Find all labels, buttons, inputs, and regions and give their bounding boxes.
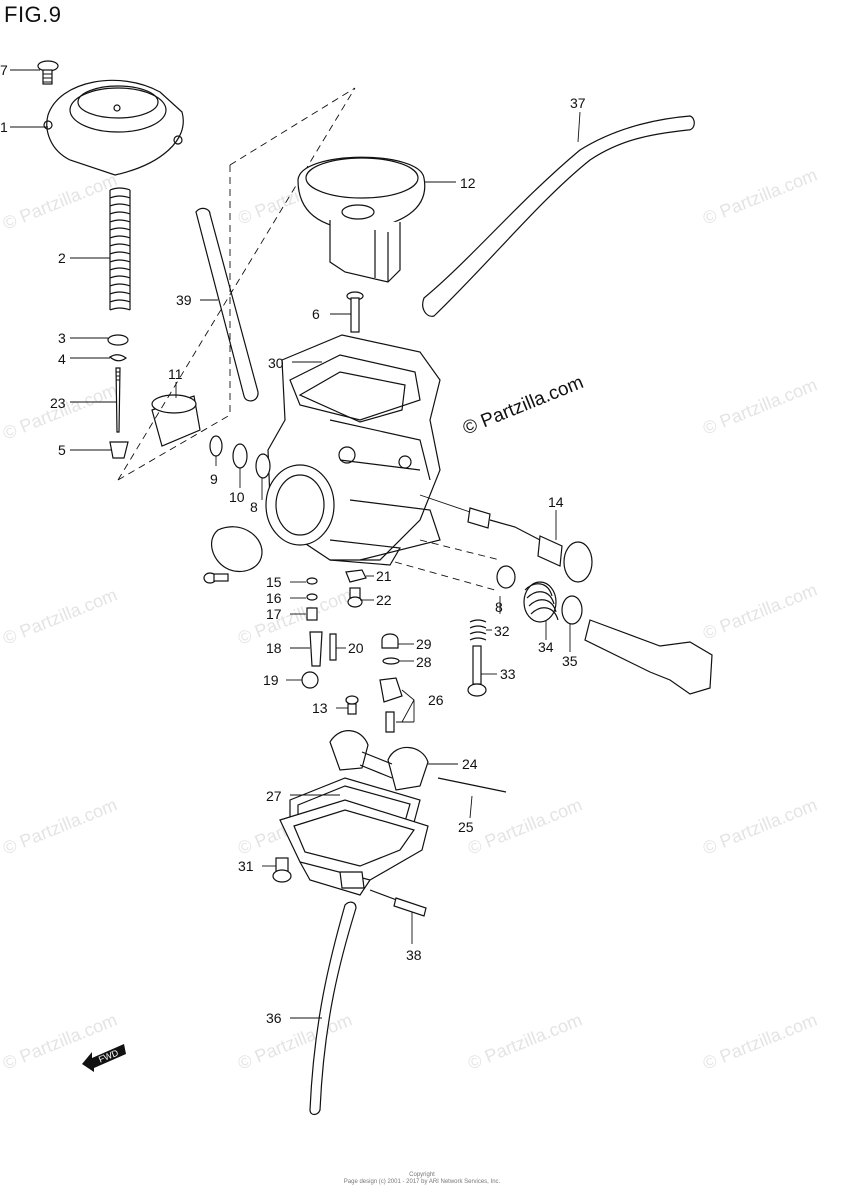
part-25-float-pin <box>437 777 507 793</box>
part-19-jet <box>301 671 319 689</box>
part-11-cap <box>151 394 201 447</box>
part-plate-screw <box>203 572 229 584</box>
part-2-spring <box>109 187 131 311</box>
figure-title: FIG.9 <box>4 2 62 27</box>
callout-26: 26 <box>428 692 444 708</box>
part-14-choke-plunger <box>419 494 593 583</box>
part-36-drain-hose <box>309 901 357 1116</box>
callout-34: 34 <box>538 639 554 655</box>
part-21-washer <box>345 569 367 583</box>
float-chamber <box>279 799 429 896</box>
callout-22: 22 <box>376 592 392 608</box>
callout-12: 12 <box>460 175 476 191</box>
part-10-o-ring <box>232 443 248 469</box>
callout-8-lower: 8 <box>495 599 503 615</box>
callout-2: 2 <box>58 250 66 266</box>
part-1-top-cap <box>43 79 184 176</box>
callout-7: 7 <box>0 62 8 78</box>
part-12-diaphragm-piston <box>297 156 426 283</box>
leader-lines <box>10 69 581 1019</box>
part-38-drain-screw <box>369 889 427 917</box>
callout-10: 10 <box>229 489 245 505</box>
callout-8-upper: 8 <box>250 499 258 515</box>
part-choke-lever <box>584 619 713 695</box>
callout-23: 23 <box>50 395 66 411</box>
part-9-washer <box>209 435 223 457</box>
part-24-float <box>329 730 429 791</box>
callout-33: 33 <box>500 666 516 682</box>
part-35-cap <box>561 595 583 625</box>
callout-31: 31 <box>238 858 254 874</box>
callout-19: 19 <box>263 672 279 688</box>
part-8-o-ring <box>255 453 271 479</box>
callout-39: 39 <box>176 292 192 308</box>
callout-4: 4 <box>58 351 66 367</box>
part-32-spring <box>469 619 487 641</box>
fwd-arrow-icon: FWD <box>82 1044 126 1072</box>
part-22-screw <box>347 587 363 608</box>
footer-line1: Copyright <box>409 1172 435 1178</box>
part-4-clip <box>108 354 128 362</box>
callout-32: 32 <box>494 623 510 639</box>
callout-11: 11 <box>168 366 183 382</box>
part-26-needle-valve <box>379 677 403 733</box>
callout-28: 28 <box>416 654 432 670</box>
callout-24: 24 <box>462 756 478 772</box>
part-16-washer <box>306 593 318 601</box>
part-31-screw <box>272 857 292 883</box>
callout-14: 14 <box>548 494 564 510</box>
part-5-nut <box>109 441 129 459</box>
callout-13: 13 <box>312 700 328 716</box>
callout-6: 6 <box>312 306 320 322</box>
callout-29: 29 <box>416 636 432 652</box>
callout-30: 30 <box>268 355 284 371</box>
part-17-jet <box>306 607 318 621</box>
callout-18: 18 <box>266 640 282 656</box>
part-13-screw <box>345 695 359 715</box>
part-3-washer <box>107 334 129 346</box>
part-39-vent-hose <box>195 207 259 402</box>
part-20-pilot-jet <box>329 633 337 661</box>
callout-20: 20 <box>348 640 364 656</box>
part-plate <box>210 526 263 573</box>
callout-9: 9 <box>210 471 218 487</box>
fwd-label: FWD <box>97 1047 120 1064</box>
footer-line2: Page design (c) 2001 - 2017 by ARI Netwo… <box>343 1179 501 1185</box>
callout-5: 5 <box>58 442 66 458</box>
part-28-o-ring <box>382 657 400 665</box>
callout-38: 38 <box>406 947 422 963</box>
part-29-cap <box>381 633 399 649</box>
part-33-screw <box>467 645 487 697</box>
callout-35: 35 <box>562 653 578 669</box>
callout-27: 27 <box>266 788 282 804</box>
part-7-screw <box>37 60 59 85</box>
copyright-footer: Copyright Page design (c) 2001 - 2017 by… <box>0 1172 844 1186</box>
callout-21: 21 <box>376 568 392 584</box>
callout-1: 1 <box>0 119 8 135</box>
callout-15: 15 <box>266 574 282 590</box>
callout-25: 25 <box>458 819 474 835</box>
callout-36: 36 <box>266 1010 282 1026</box>
callout-37: 37 <box>570 95 586 111</box>
part-8-o-ring <box>496 565 516 589</box>
part-15-washer <box>306 577 318 585</box>
callout-16: 16 <box>266 590 282 606</box>
fwd-arrow: FWD <box>80 1040 128 1077</box>
callout-17: 17 <box>266 606 282 622</box>
part-18-needle-jet <box>309 631 323 667</box>
part-6-screw <box>346 291 364 333</box>
callout-3: 3 <box>58 330 66 346</box>
carburetor-body <box>265 334 441 566</box>
part-37-fuel-hose <box>422 115 695 317</box>
part-23-jet-needle <box>115 367 121 433</box>
part-34-spring <box>523 581 559 623</box>
